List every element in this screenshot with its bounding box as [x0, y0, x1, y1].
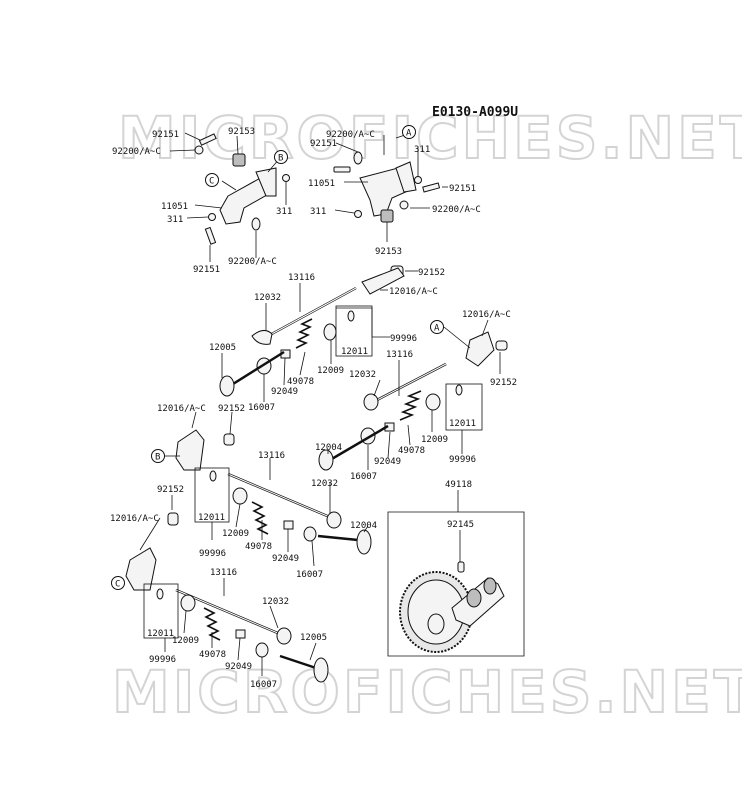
label-12009-b: 12009: [421, 435, 448, 445]
label-92152-c: 92152: [218, 404, 245, 414]
label-49078-a: 49078: [287, 377, 314, 387]
watermark-top: MICROFICHES.NET: [118, 104, 742, 172]
label-12005-b: 12005: [300, 633, 327, 643]
label-11051-a: 11051: [161, 202, 188, 212]
label-13116-a: 13116: [288, 273, 315, 283]
label-92151-d: 92151: [449, 184, 476, 194]
watermark-bottom: MICROFICHES.NET: [112, 658, 742, 726]
valve-train-group-2-leaders: [327, 319, 501, 470]
label-13116-c: 13116: [258, 451, 285, 461]
label-12016-c: 12016/A~C: [157, 404, 206, 414]
label-311-b: 311: [276, 207, 292, 217]
label-13116-d: 13116: [210, 568, 237, 578]
label-49118: 49118: [445, 480, 472, 490]
label-92049-b: 92049: [374, 457, 401, 467]
label-92151-a: 92151: [152, 130, 179, 140]
valve-train-group-3: [175, 429, 372, 555]
label-99996-d: 99996: [149, 655, 176, 665]
valve-train-group-3-leaders: [165, 411, 369, 567]
label-99996-a: 99996: [390, 334, 417, 344]
label-16007-c: 16007: [296, 570, 323, 580]
label-12011-d: 12011: [147, 629, 174, 639]
label-92200-c: 92200/A~C: [326, 130, 375, 140]
label-92151-c: 92151: [310, 139, 337, 149]
label-49078-d: 49078: [199, 650, 226, 660]
label-12009-a: 12009: [317, 366, 344, 376]
label-16007-d: 16007: [250, 680, 277, 690]
label-92049-a: 92049: [271, 387, 298, 397]
label-92152-b: 92152: [490, 378, 517, 388]
label-92152-d: 92152: [157, 485, 184, 495]
diagram-reference-code: E0130-A099U: [432, 105, 518, 120]
label-16007-b: 16007: [350, 472, 377, 482]
label-12009-c: 12009: [222, 529, 249, 539]
svg-text:A: A: [406, 129, 412, 139]
label-92145: 92145: [447, 520, 474, 530]
label-92200-a: 92200/A~C: [112, 147, 161, 157]
label-13116-b: 13116: [386, 350, 413, 360]
label-12032-a: 12032: [254, 293, 281, 303]
rocker-bracket-right: [333, 151, 441, 223]
svg-text:B: B: [278, 154, 283, 164]
label-12016-d: 12016/A~C: [110, 514, 159, 524]
valve-train-group-4-leaders: [139, 495, 317, 676]
camshaft-assembly: [387, 490, 525, 657]
callout-a-lower: A: [430, 320, 444, 334]
label-12005-a: 12005: [209, 343, 236, 353]
label-311-d: 311: [310, 207, 326, 217]
callout-c-lower: C: [111, 576, 125, 590]
rocker-bracket-left: [194, 133, 290, 245]
callout-b-lower: B: [151, 449, 165, 463]
label-12011-b: 12011: [449, 419, 476, 429]
valve-train-group-2: [318, 331, 508, 471]
svg-text:C: C: [209, 177, 214, 187]
label-92153-b: 92153: [375, 247, 402, 257]
svg-text:B: B: [155, 453, 160, 463]
callout-c-upper: C: [205, 173, 219, 187]
label-311-c: 311: [414, 145, 430, 155]
label-12016-a: 12016/A~C: [389, 287, 438, 297]
label-311-a: 311: [167, 215, 183, 225]
svg-text:C: C: [115, 580, 120, 590]
label-12011-a: 12011: [341, 347, 368, 357]
label-12032-c: 12032: [311, 479, 338, 489]
svg-text:A: A: [434, 324, 440, 334]
label-99996-c: 99996: [199, 549, 226, 559]
valve-train-group-1: [219, 265, 405, 397]
label-92200-d: 92200/A~C: [432, 205, 481, 215]
label-92153-a: 92153: [228, 127, 255, 137]
label-49078-b: 49078: [398, 446, 425, 456]
label-99996-b: 99996: [449, 455, 476, 465]
label-92049-d: 92049: [225, 662, 252, 672]
valve-train-group-4: [125, 512, 329, 683]
callout-b-upper: B: [274, 150, 288, 164]
callout-a-upper: A: [402, 125, 416, 139]
label-49078-c: 49078: [245, 542, 272, 552]
label-92152-a: 92152: [418, 268, 445, 278]
label-12011-c: 12011: [198, 513, 225, 523]
label-12009-d: 12009: [172, 636, 199, 646]
valve-train-group-1-leaders: [221, 270, 418, 402]
label-12032-b: 12032: [349, 370, 376, 380]
label-92200-b: 92200/A~C: [228, 257, 277, 267]
label-12032-d: 12032: [262, 597, 289, 607]
label-12016-b: 12016/A~C: [462, 310, 511, 320]
label-11051-b: 11051: [308, 179, 335, 189]
label-12004-a: 12004: [315, 443, 342, 453]
rocker-bracket-right-leaders: [334, 133, 448, 242]
label-12004-b: 12004: [350, 521, 377, 531]
label-16007-a: 16007: [248, 403, 275, 413]
label-92151-b: 92151: [193, 265, 220, 275]
label-92049-c: 92049: [272, 554, 299, 564]
